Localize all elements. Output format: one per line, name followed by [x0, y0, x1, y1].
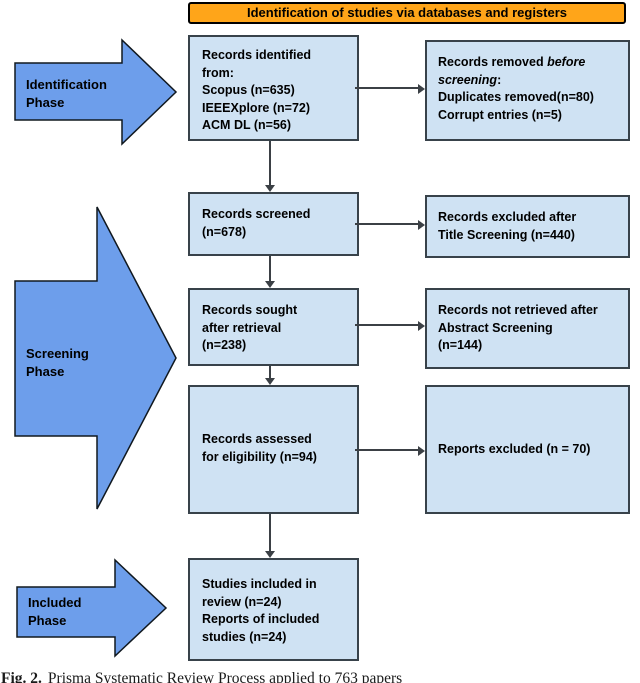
arrowhead-right-1 — [418, 84, 425, 94]
right-arrow-shape — [14, 38, 178, 146]
box-records-identified: Records identified from: Scopus (n=635) … — [188, 35, 359, 141]
removed-line1-normal: Records removed — [438, 55, 548, 69]
removed-line2-normal: : — [497, 72, 502, 87]
removed-line3: Duplicates removed(n=80) — [438, 90, 594, 104]
phase-label-identification: Identification Phase — [26, 77, 107, 110]
box-records-excluded-title-screening: Records excluded after Title Screening (… — [425, 195, 630, 258]
figure-caption-text: Prisma Systematic Review Process applied… — [47, 670, 403, 683]
connector-right-2 — [355, 223, 418, 225]
arrowhead-down-1 — [265, 185, 275, 192]
box-records-screened: Records screened (n=678) — [188, 192, 359, 256]
removed-line4: Corrupt entries (n=5) — [438, 107, 562, 122]
box-studies-included: Studies included in review (n=24) Report… — [188, 558, 359, 661]
removed-line1-italic: before — [547, 55, 586, 69]
arrowhead-right-2 — [418, 220, 425, 230]
figure-caption-label: Fig. 2. — [1, 670, 42, 683]
removed-line2-italic: screening — [438, 72, 498, 87]
connector-right-1 — [355, 87, 418, 89]
box-records-removed-before-screening: Records removed before screening: Duplic… — [425, 40, 630, 141]
connector-down-1 — [269, 141, 271, 185]
connector-right-3 — [355, 324, 418, 326]
connector-down-3 — [269, 366, 271, 378]
box-records-sought: Records sought after retrieval (n=238) — [188, 288, 359, 366]
arrowhead-down-4 — [265, 551, 275, 558]
phase-arrow-identification: Identification Phase — [14, 38, 178, 146]
box-reports-excluded: Reports excluded (n = 70) — [425, 385, 630, 514]
box-records-not-retrieved: Records not retrieved after Abstract Scr… — [425, 288, 630, 369]
arrowhead-down-3 — [265, 378, 275, 385]
connector-down-4 — [269, 514, 271, 551]
phase-arrow-included: Included Phase — [16, 558, 168, 658]
connector-down-2 — [269, 256, 271, 281]
banner-identification-via-databases: Identification of studies via databases … — [188, 2, 626, 24]
phase-label-screening: Screening Phase — [26, 346, 89, 379]
box-records-assessed: Records assessed for eligibility (n=94) — [188, 385, 359, 514]
phase-arrow-screening: Screening Phase — [14, 205, 178, 511]
arrowhead-right-4 — [418, 446, 425, 456]
connector-right-4 — [355, 449, 418, 451]
figure-caption: Fig. 2. Prisma Systematic Review Process … — [1, 669, 621, 683]
phase-label-included: Included Phase — [28, 595, 82, 628]
right-arrow-shape — [16, 558, 168, 658]
reports-excluded-text: Reports excluded (n = 70) — [438, 441, 591, 456]
arrowhead-down-2 — [265, 281, 275, 288]
right-arrow-shape — [14, 206, 177, 510]
arrowhead-right-3 — [418, 321, 425, 331]
